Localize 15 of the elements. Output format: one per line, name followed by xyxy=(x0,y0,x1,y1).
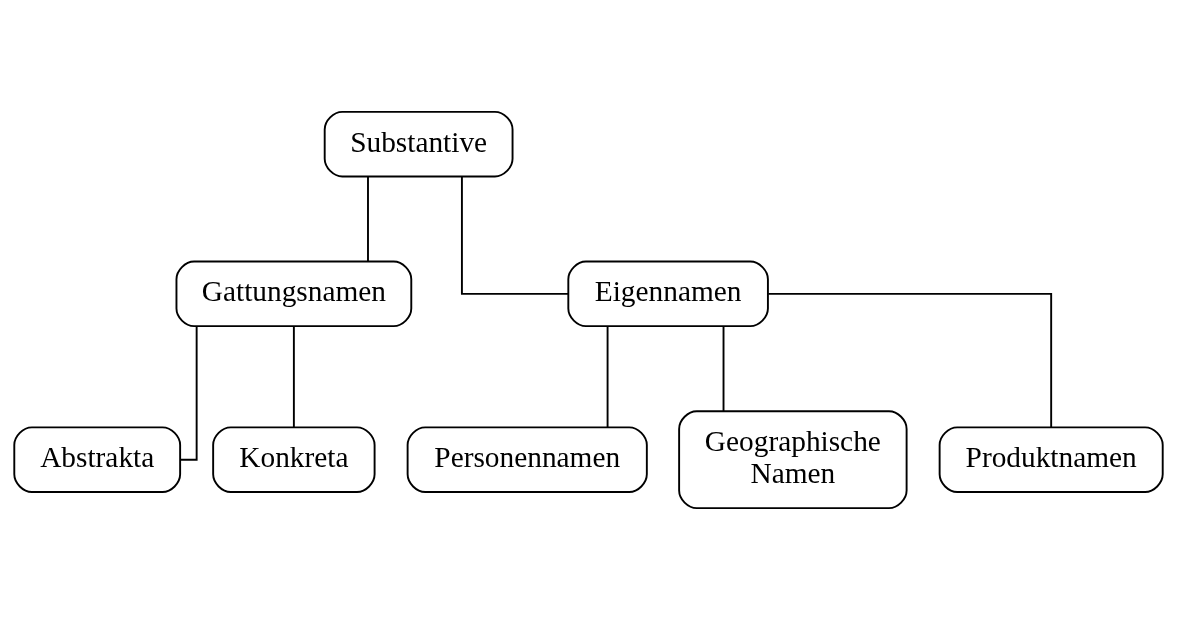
connector xyxy=(722,324,725,412)
node-box: Geographische Namen xyxy=(678,409,908,509)
node-box: Personennamen xyxy=(406,425,648,493)
node-box: Gattungsnamen xyxy=(175,260,413,327)
connector xyxy=(292,324,295,428)
connector xyxy=(460,175,569,295)
node-box: Eigennamen xyxy=(567,260,769,327)
connector xyxy=(179,324,198,461)
connector xyxy=(606,324,609,428)
connector xyxy=(367,175,369,262)
node-box: Produktnamen xyxy=(938,425,1164,493)
node-box: Konkreta xyxy=(212,425,376,493)
connector xyxy=(767,292,1053,428)
node-box: Abstrakta xyxy=(13,425,182,493)
node-box: Substantive xyxy=(323,110,514,177)
